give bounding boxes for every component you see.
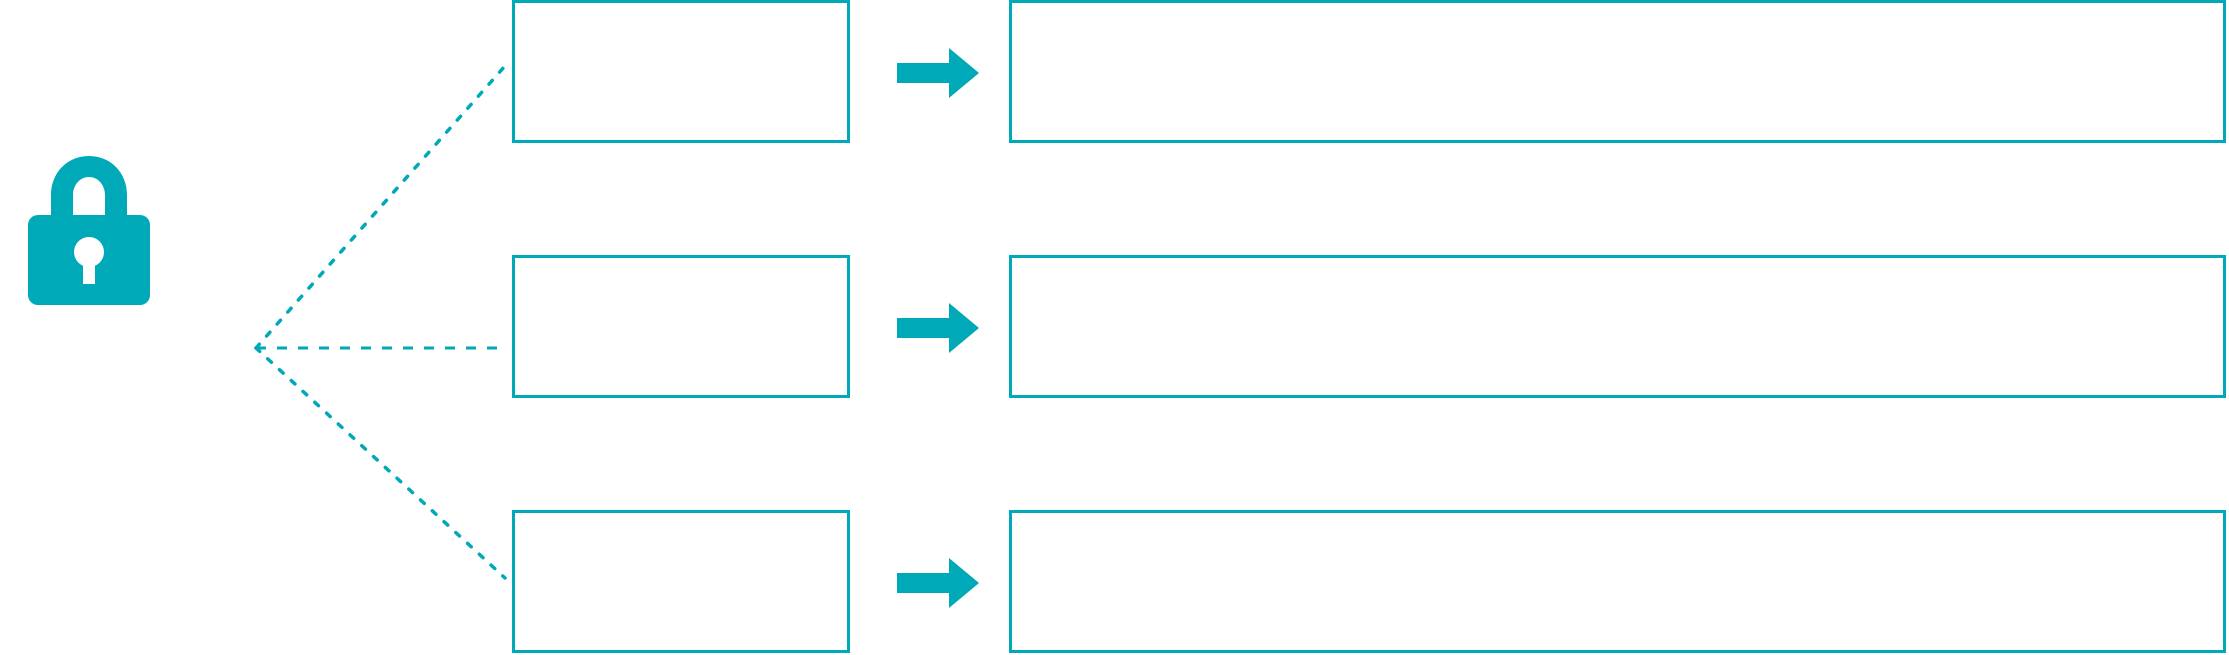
diagram-row <box>0 255 2229 401</box>
large-box[interactable] <box>1009 0 2226 143</box>
arrow-right-icon <box>897 48 979 98</box>
small-box[interactable] <box>512 510 850 653</box>
diagram-row <box>0 510 2229 655</box>
arrow-right-icon <box>897 303 979 353</box>
large-box[interactable] <box>1009 255 2226 398</box>
diagram-row <box>0 0 2229 146</box>
padlock-icon <box>24 152 154 307</box>
arrow-right-icon <box>897 558 979 608</box>
small-box[interactable] <box>512 255 850 398</box>
large-box[interactable] <box>1009 510 2226 653</box>
small-box[interactable] <box>512 0 850 143</box>
